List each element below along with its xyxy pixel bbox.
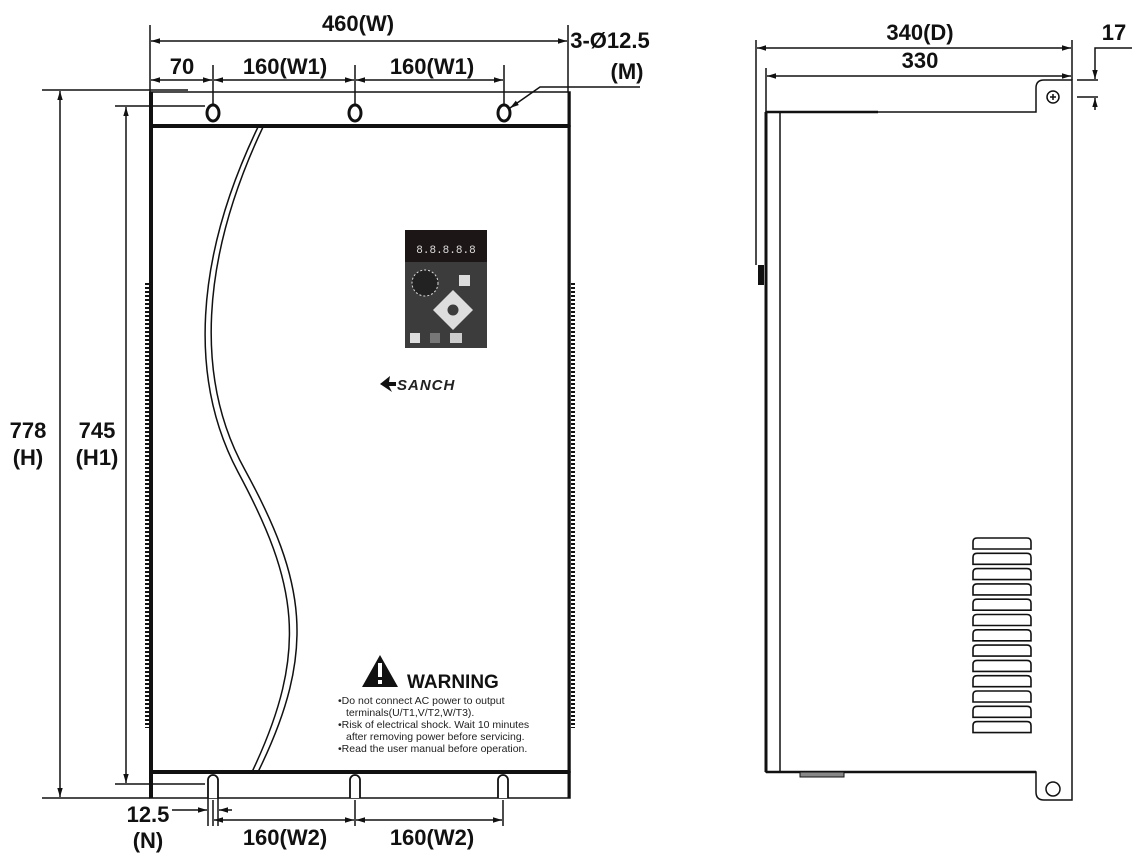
width-total-label: 460(W): [322, 11, 394, 36]
warning-line: •Risk of electrical shock. Wait 10 minut…: [338, 719, 529, 731]
knob-icon: [411, 269, 439, 297]
bottom-mount-hole: [1045, 781, 1061, 797]
side-vent-slots: [972, 537, 1032, 734]
depth-total-label: 340(D): [886, 20, 953, 45]
logo-text: SANCH: [397, 377, 456, 394]
warning-label: WARNING •Do not connect AC power to outp…: [338, 655, 529, 755]
depth-inner-label: 330: [902, 48, 939, 73]
vent-slot: [972, 613, 1032, 627]
top-offset-label: 17: [1102, 20, 1126, 45]
warning-title: WARNING: [407, 672, 499, 693]
side-view: 340(D) 330 17: [755, 20, 1132, 801]
bottom-foot: [799, 771, 845, 778]
front-cover-curve: [204, 126, 298, 773]
height-h1-sub-label: (H1): [76, 445, 119, 470]
vent-slot: [972, 674, 1032, 688]
bottom-dimensions: 12.5 (N) 160(W2) 160(W2): [127, 798, 504, 853]
vent-slot: [972, 598, 1032, 611]
warning-line: after removing power before servicing.: [346, 731, 525, 743]
screw-top-icon: [1046, 90, 1060, 104]
vent-slot: [972, 690, 1032, 703]
brand-logo: SANCH: [380, 376, 456, 394]
height-h1-label: 745: [79, 418, 116, 443]
warning-line: •Read the user manual before operation.: [338, 743, 527, 755]
mounting-holes-top: [205, 103, 512, 123]
vent-slot: [972, 583, 1032, 596]
n-offset-sub-label: (N): [133, 828, 164, 853]
mounting-slots-bottom: [207, 774, 509, 798]
w1-right-label: 160(W1): [390, 54, 474, 79]
warning-line: terminals(U/T1,V/T2,W/T3).: [346, 707, 474, 719]
keypad-display: 8.8.8.8.8: [416, 245, 475, 257]
w2-left-label: 160(W2): [243, 825, 327, 850]
height-total-label: 778: [10, 418, 47, 443]
side-body: [765, 79, 1073, 801]
vent-slot: [972, 644, 1032, 657]
height-total-sub-label: (H): [13, 445, 44, 470]
vent-slot: [972, 720, 1032, 734]
height-dimensions: 778 (H) 745 (H1): [4, 89, 205, 799]
n-offset-label: 12.5: [127, 802, 170, 827]
vent-slot: [972, 705, 1032, 719]
hole-spec-label: 3-Ø12.5: [570, 28, 650, 53]
warning-line: •Do not connect AC power to output: [338, 695, 505, 707]
front-body: [149, 125, 571, 773]
vent-slot: [972, 567, 1032, 581]
vent-slot: [972, 629, 1032, 642]
width-dimensions: 460(W) 70 160(W1) 160(W1) 3-Ø12.5 (M): [149, 11, 650, 109]
hole-spec-sub-label: (M): [611, 59, 644, 84]
w1-left-label: 160(W1): [243, 54, 327, 79]
vent-slot: [972, 659, 1032, 673]
vent-slot: [972, 537, 1032, 550]
w2-right-label: 160(W2): [390, 825, 474, 850]
left-offset-label: 70: [170, 54, 194, 79]
vent-slot: [972, 552, 1032, 566]
front-view: 8.8.8.8.8 SANCH WARNING •Do not connect …: [4, 11, 650, 853]
front-bumper: [758, 265, 764, 285]
keypad: 8.8.8.8.8: [405, 230, 487, 348]
